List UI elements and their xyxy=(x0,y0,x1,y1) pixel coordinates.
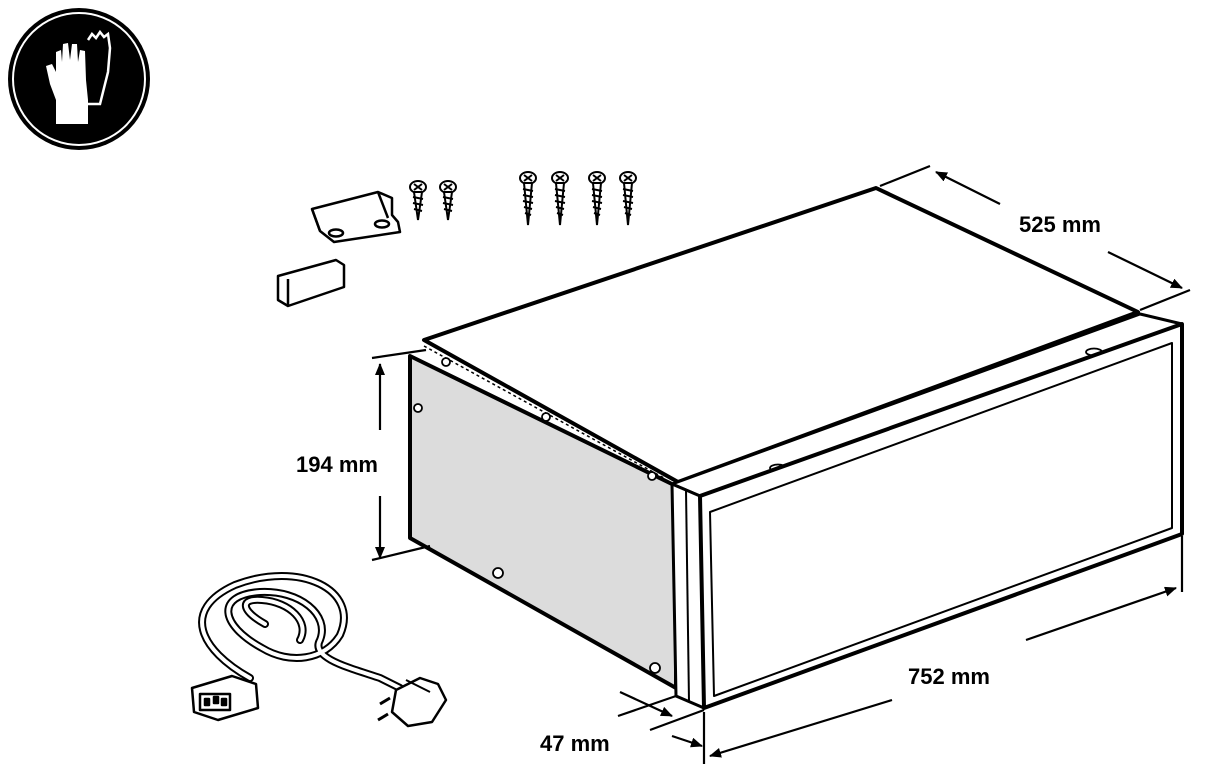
front-panel xyxy=(698,322,1184,710)
long-screw xyxy=(519,171,537,226)
mounting-bracket xyxy=(310,190,402,244)
short-screw xyxy=(409,180,427,221)
protective-gloves-icon xyxy=(8,8,150,150)
long-screw xyxy=(619,171,637,226)
top-panel xyxy=(422,186,1140,484)
retaining-clip xyxy=(276,258,346,308)
schuko-plug xyxy=(377,676,448,728)
short-screw xyxy=(439,180,457,221)
dimension-height xyxy=(371,348,431,562)
dimension-depth xyxy=(879,164,1191,312)
power-cord xyxy=(198,572,404,692)
dimension-front-thickness xyxy=(617,691,705,748)
long-screw xyxy=(588,171,606,226)
long-screw xyxy=(551,171,569,226)
warming-drawer-unit xyxy=(408,186,1184,710)
width-dimension-label: 752 mm xyxy=(908,664,990,689)
appliance-connector xyxy=(190,674,260,722)
front-thickness-dimension-label: 47 mm xyxy=(540,731,610,756)
front-panel-glass xyxy=(709,342,1173,697)
dimension-width xyxy=(702,536,1184,764)
height-dimension-label: 194 mm xyxy=(296,452,378,477)
depth-dimension-label: 525 mm xyxy=(1019,212,1101,237)
